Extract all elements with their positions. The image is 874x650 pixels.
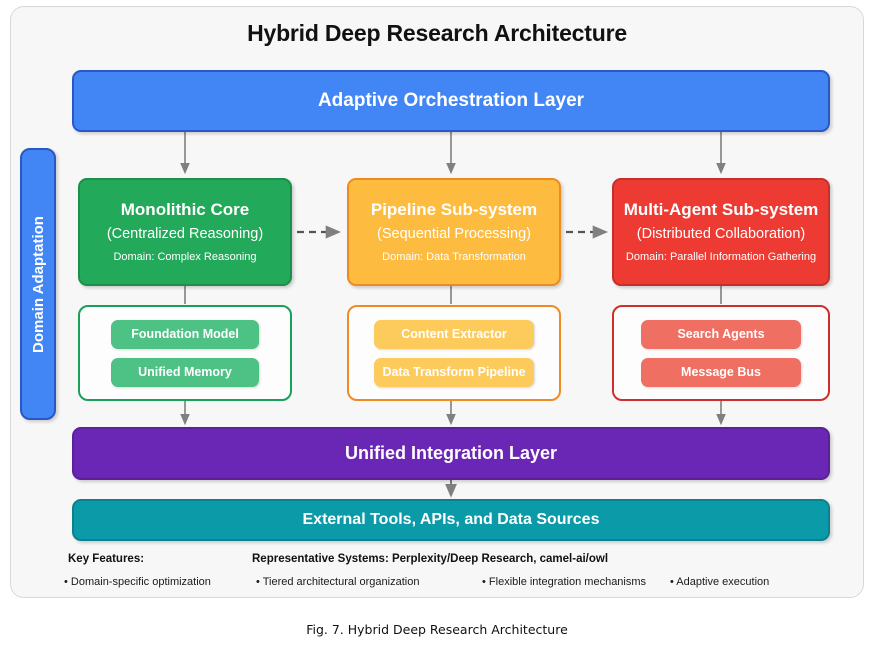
feature-item: • Flexible integration mechanisms: [482, 576, 647, 588]
domain-adaptation-label: Domain Adaptation: [29, 215, 47, 353]
subsystem-pipeline[interactable]: Pipeline Sub-system (Sequential Processi…: [347, 178, 561, 286]
key-features-label: Key Features:: [68, 553, 145, 565]
feature-item: • Tiered architectural organization: [256, 576, 420, 588]
component-group-multi-agent: Search Agents Message Bus: [612, 305, 830, 401]
external-tools-label: External Tools, APIs, and Data Sources: [302, 511, 600, 529]
integration-label: Unified Integration Layer: [344, 442, 558, 463]
subsystem-multi-agent[interactable]: Multi-Agent Sub-system (Distributed Coll…: [612, 178, 830, 286]
component-group-monolithic: Foundation Model Unified Memory: [78, 305, 292, 401]
figure-caption: Fig. 7. Hybrid Deep Research Architectur…: [306, 622, 568, 637]
component-chip[interactable]: Data Transform Pipeline: [374, 357, 534, 387]
subsystem-title: Multi-Agent Sub-system: [623, 200, 819, 220]
subsystem-domain: Domain: Complex Reasoning: [113, 250, 257, 263]
component-chip[interactable]: Message Bus: [641, 357, 801, 387]
component-chip[interactable]: Content Extractor: [374, 319, 534, 349]
feature-item: • Domain-specific optimization: [64, 576, 211, 588]
component-chip[interactable]: Unified Memory: [111, 357, 259, 387]
subsystem-domain: Domain: Parallel Information Gathering: [625, 250, 817, 263]
subsystem-monolithic-core[interactable]: Monolithic Core (Centralized Reasoning) …: [78, 178, 292, 286]
component-chip[interactable]: Foundation Model: [111, 319, 259, 349]
subsystem-subtitle: (Centralized Reasoning): [106, 225, 264, 242]
domain-adaptation-bar[interactable]: Domain Adaptation: [20, 148, 56, 420]
component-group-pipeline: Content Extractor Data Transform Pipelin…: [347, 305, 561, 401]
page-title: Hybrid Deep Research Architecture: [247, 20, 627, 46]
adaptive-orchestration-layer[interactable]: Adaptive Orchestration Layer: [72, 70, 830, 132]
feature-item: • Adaptive execution: [670, 576, 770, 588]
subsystem-domain: Domain: Data Transformation: [382, 250, 526, 263]
subsystem-title: Pipeline Sub-system: [370, 200, 538, 220]
subsystem-subtitle: (Distributed Collaboration): [636, 225, 806, 242]
component-chip[interactable]: Search Agents: [641, 319, 801, 349]
external-tools-layer[interactable]: External Tools, APIs, and Data Sources: [72, 499, 830, 541]
footer: Key Features: Representative Systems: Pe…: [0, 548, 874, 593]
representative-systems-label: Representative Systems: Perplexity/Deep …: [252, 553, 609, 565]
orchestration-label: Adaptive Orchestration Layer: [317, 89, 585, 111]
unified-integration-layer[interactable]: Unified Integration Layer: [72, 427, 830, 480]
subsystem-title: Monolithic Core: [120, 200, 250, 220]
subsystem-subtitle: (Sequential Processing): [377, 225, 531, 242]
